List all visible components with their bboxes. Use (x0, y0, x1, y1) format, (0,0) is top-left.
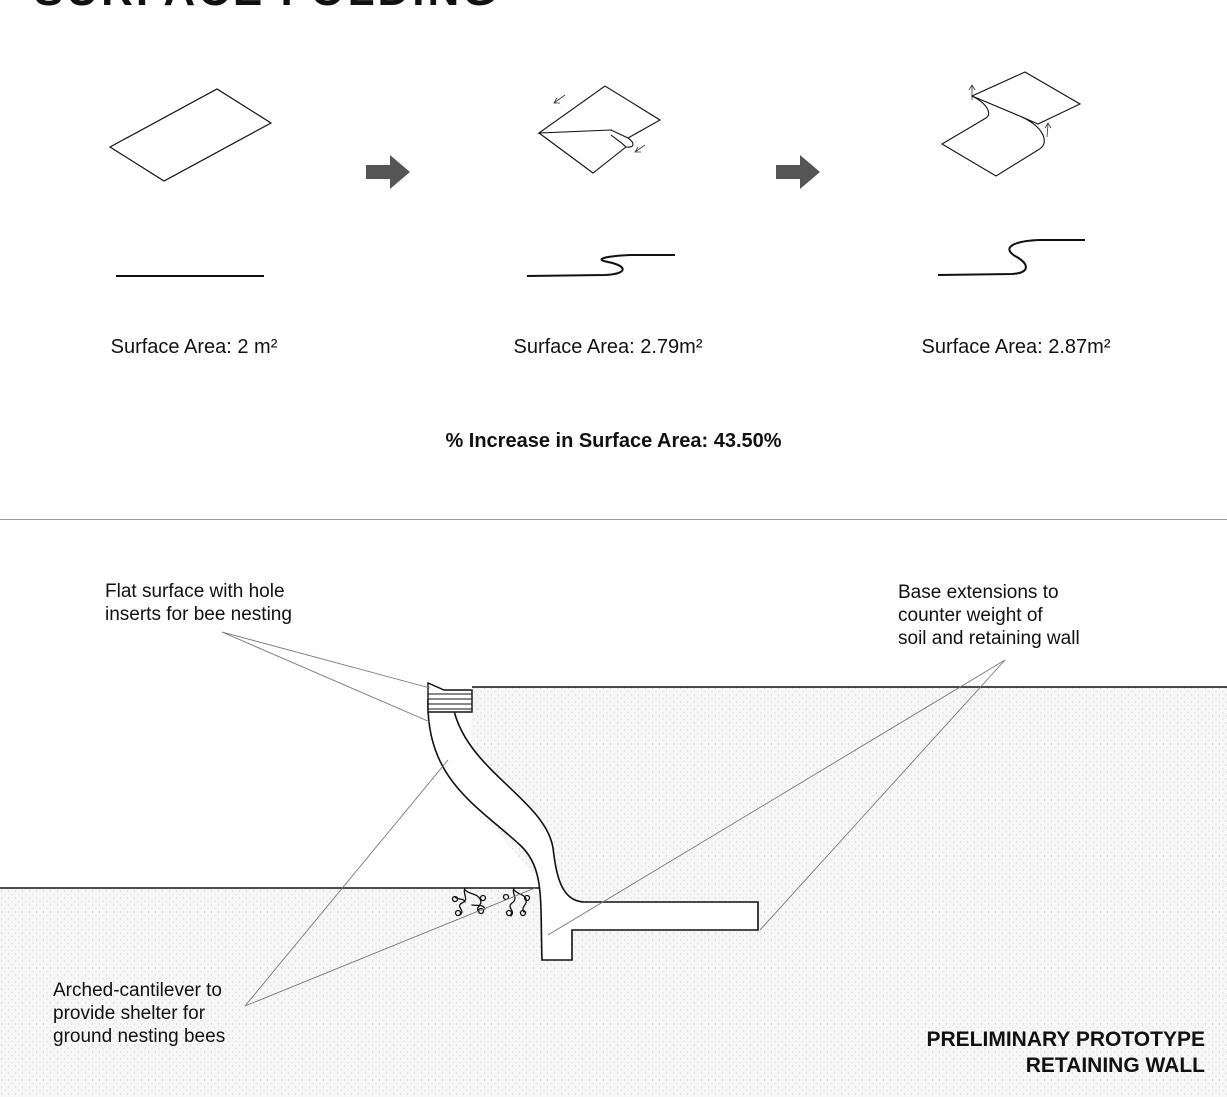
diagram-title: SURFACE FOLDING (34, 0, 499, 16)
drawing-caption: PRELIMINARY PROTOTYPE RETAINING WALL (927, 1027, 1206, 1079)
flat-plane-iso (108, 88, 273, 182)
arched-cantilever-annotation: Arched-cantilever to provide shelter for… (53, 980, 226, 1047)
surface-area-label-1: Surface Area: 2 m² (110, 336, 278, 358)
flat-section-line (116, 275, 264, 277)
retaining-wall-section (0, 631, 1227, 1097)
bee-nesting-head (427, 681, 473, 713)
surface-area-label-2: Surface Area: 2.79m² (513, 336, 703, 358)
surface-folding-panel: SURFACE FOLDING Surface Area: (0, 0, 1227, 520)
upper-soil (470, 687, 1227, 1097)
next-step-arrow-icon (776, 155, 820, 189)
caption-line-1: PRELIMINARY PROTOTYPE (926, 1028, 1206, 1051)
surface-increase-label: % Increase in Surface Area: 43.50% (445, 430, 782, 452)
base-extensions-annotation: Base extensions to counter weight of soi… (898, 582, 1080, 649)
next-step-arrow-icon (366, 155, 410, 189)
panel-divider (0, 519, 1227, 520)
surface-area-label-3: Surface Area: 2.87m² (921, 336, 1111, 358)
folded-plane-iso-1 (537, 85, 662, 174)
folded-section-line-1 (526, 254, 675, 277)
bee-burrows (451, 887, 531, 917)
caption-line-2: RETAINING WALL (1025, 1054, 1205, 1077)
folded-section-line-2 (937, 239, 1085, 276)
flat-surface-annotation: Flat surface with hole inserts for bee n… (105, 581, 292, 625)
folded-plane-iso-2 (940, 71, 1082, 177)
lower-soil (0, 888, 545, 1097)
